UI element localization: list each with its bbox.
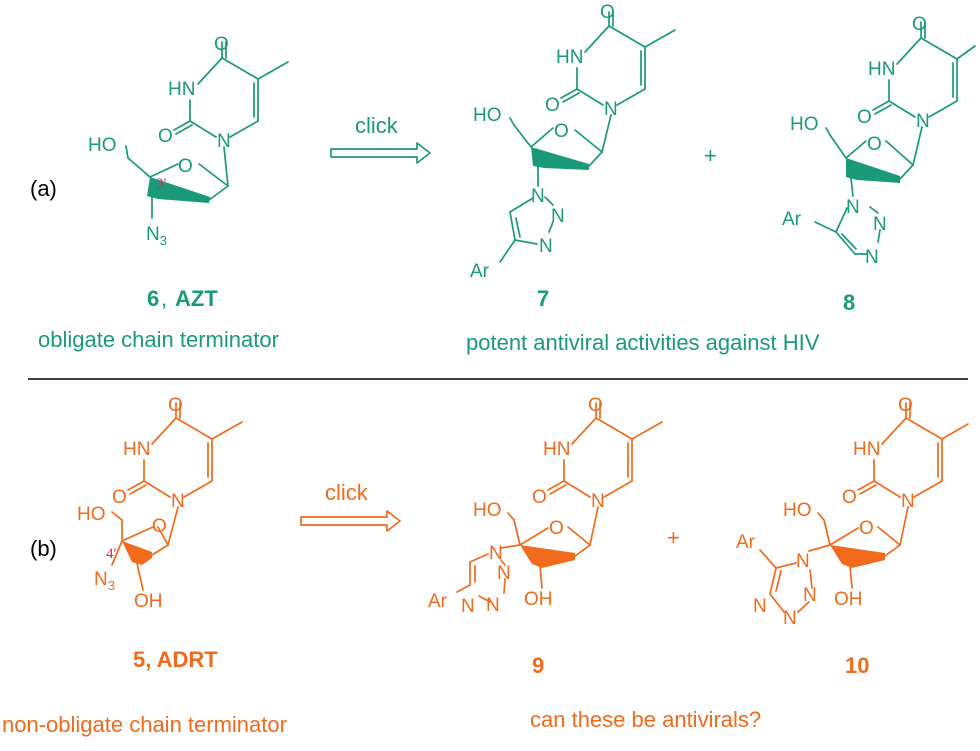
- wedge-bond-7: [531, 147, 589, 170]
- compound-7-number: 7: [537, 286, 549, 311]
- atom-ho: HO: [790, 114, 819, 135]
- wedge-bond-9: [520, 545, 575, 568]
- atom-ho: HO: [783, 500, 812, 521]
- atom-n4: N: [753, 596, 767, 617]
- atom-ar: Ar: [428, 591, 448, 612]
- atom-o: O: [158, 126, 173, 147]
- wedge-bond-8: [846, 158, 900, 183]
- reaction-arrow-b: [300, 510, 401, 532]
- compound-5-structure: O HN O N O HO N3 OH 4': [77, 395, 243, 612]
- position-label-4prime: 4': [106, 546, 117, 562]
- atom-n1: N: [489, 543, 503, 564]
- atom-hn: HN: [543, 439, 570, 460]
- atom-o: O: [112, 487, 127, 508]
- thymine-ring-6: [125, 41, 289, 219]
- atom-n: N: [591, 491, 605, 512]
- compound-10-structure: O HN O N O HO OH N N N N Ar: [736, 395, 969, 629]
- compound-8-number: 8: [843, 290, 855, 315]
- plus-sign-a: +: [704, 143, 717, 168]
- atom-hn: HN: [868, 59, 895, 80]
- compound-8-structure: O HN O N O HO N N N Ar: [782, 14, 976, 268]
- atom-hn: HN: [168, 79, 195, 100]
- atom-o-ring: O: [554, 121, 569, 142]
- atom-ho: HO: [88, 135, 117, 156]
- click-label-a: click: [355, 113, 399, 138]
- atom-o: O: [898, 395, 913, 416]
- compound-6-description: obligate chain terminator: [38, 327, 279, 352]
- atom-n3: N3: [94, 569, 115, 593]
- atom-o-ring: O: [152, 516, 167, 537]
- products-b-description: can these be antivirals?: [530, 707, 761, 732]
- panel-a-tag: (a): [30, 176, 57, 201]
- atom-o: O: [912, 14, 927, 35]
- atom-o-ring: O: [859, 518, 874, 539]
- atom-ar: Ar: [470, 261, 490, 282]
- atom-n: N: [217, 131, 231, 152]
- atom-n3: N: [486, 595, 500, 616]
- atom-oh: OH: [134, 591, 163, 612]
- atom-o: O: [842, 487, 857, 508]
- wedge-bond-5: [122, 541, 152, 565]
- atom-n2: N: [497, 563, 511, 584]
- compound-5-description: non-obligate chain terminator: [2, 712, 287, 737]
- wedge-bond-6: [147, 177, 210, 203]
- atom-n: N: [604, 99, 618, 120]
- atom-n1: N: [531, 186, 545, 207]
- compound-9-number: 9: [532, 653, 544, 678]
- atom-ho: HO: [473, 500, 502, 521]
- compound-9-structure: O HN O N O HO OH N N N N Ar: [428, 395, 663, 617]
- panel-b-tag: (b): [30, 536, 57, 561]
- atom-hn: HN: [123, 439, 150, 460]
- compound-10-number: 10: [845, 653, 869, 678]
- atom-n2: N: [873, 214, 887, 235]
- atom-oh: OH: [524, 589, 553, 610]
- compound-6-structure: O HN O N O HO N3 3': [88, 34, 289, 248]
- atom-n2: N: [803, 585, 817, 606]
- atom-hn: HN: [853, 439, 880, 460]
- compound-6-separator: ,: [161, 286, 167, 311]
- atom-ho: HO: [473, 105, 502, 126]
- atom-o: O: [545, 95, 560, 116]
- atom-n3: N: [783, 608, 797, 629]
- atom-o-ring: O: [867, 134, 882, 155]
- atom-n: N: [171, 491, 185, 512]
- atom-hn: HN: [556, 47, 583, 68]
- position-label-3prime: 3': [156, 176, 167, 192]
- atom-n: N: [916, 111, 930, 132]
- atom-o: O: [600, 2, 615, 23]
- atom-o: O: [214, 34, 229, 55]
- atom-n1: N: [796, 551, 810, 572]
- atom-n3: N: [865, 247, 879, 268]
- compound-6-number: 6: [147, 286, 159, 311]
- products-a-description: potent antiviral activities against HIV: [466, 330, 820, 355]
- atom-oh: OH: [834, 589, 863, 610]
- atom-o: O: [532, 487, 547, 508]
- atom-n3: N: [539, 236, 553, 257]
- wedge-bond-10: [830, 545, 885, 568]
- atom-ho: HO: [77, 504, 106, 525]
- click-label-b: click: [325, 480, 369, 505]
- atom-n4: N: [461, 596, 475, 617]
- compound-7-structure: O HN O N O HO N N N Ar: [470, 2, 676, 282]
- atom-ar: Ar: [782, 209, 802, 230]
- reaction-arrow-a: [330, 142, 431, 164]
- atom-n2: N: [551, 206, 565, 227]
- atom-n1: N: [846, 197, 860, 218]
- atom-o: O: [588, 395, 603, 416]
- compound-6-name: AZT: [175, 286, 218, 311]
- atom-n3: N3: [146, 224, 167, 248]
- compound-5-label: 5, ADRT: [133, 647, 218, 672]
- atom-o-ring: O: [549, 518, 564, 539]
- atom-n: N: [901, 491, 915, 512]
- atom-o: O: [168, 395, 183, 416]
- atom-ar: Ar: [736, 532, 756, 553]
- atom-o-ring: O: [178, 156, 193, 177]
- plus-sign-b: +: [667, 525, 680, 550]
- atom-o: O: [857, 107, 872, 128]
